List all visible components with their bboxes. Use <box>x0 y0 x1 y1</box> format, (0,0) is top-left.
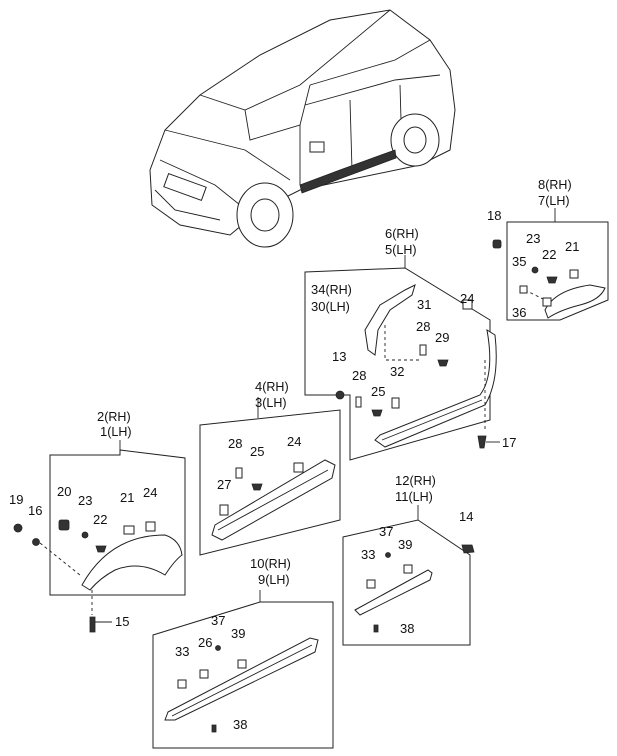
loose-fasteners <box>13 441 500 633</box>
part-label-25: 25 <box>371 384 386 399</box>
side-label: (LH) <box>265 573 290 587</box>
part-number: 2 <box>97 409 105 424</box>
part-label-26: 26 <box>198 635 213 650</box>
callout-1-lh: 1(LH) <box>100 425 132 439</box>
part-label-37: 37 <box>379 524 394 539</box>
callout-10-rh: 10(RH) <box>250 557 291 571</box>
part-label-28: 28 <box>416 319 431 334</box>
part-number: 3 <box>255 395 263 410</box>
side-label: (RH) <box>325 283 352 297</box>
side-label: (RH) <box>392 227 419 241</box>
part-label-17: 17 <box>502 435 517 450</box>
callout-12-rh: 12(RH) <box>395 474 436 488</box>
part-label-16: 16 <box>28 503 43 518</box>
side-label: (LH) <box>262 396 287 410</box>
side-label: (LH) <box>107 425 132 439</box>
callout-6-rh: 6(RH) <box>385 227 419 241</box>
callout-34-rh: 34(RH) <box>311 283 352 297</box>
callout-9-lh: 9(LH) <box>258 573 290 587</box>
part-label-28: 28 <box>228 436 243 451</box>
side-label: (LH) <box>545 194 570 208</box>
part-number: 34 <box>311 282 326 297</box>
part-number: 6 <box>385 226 393 241</box>
callout-8-rh: 8(RH) <box>538 178 572 192</box>
part-number: 1 <box>100 424 108 439</box>
side-label: (RH) <box>104 410 131 424</box>
part-label-20: 20 <box>57 484 72 499</box>
vehicle-illustration <box>149 9 456 248</box>
side-label: (RH) <box>409 474 436 488</box>
part-number: 8 <box>538 177 546 192</box>
part-label-35: 35 <box>512 254 527 269</box>
part-label-22: 22 <box>93 512 108 527</box>
part-label-21: 21 <box>565 239 580 254</box>
part-number: 10 <box>250 556 265 571</box>
part-label-38: 38 <box>400 621 415 636</box>
part-label-39: 39 <box>231 626 246 641</box>
part-label-24: 24 <box>460 291 475 306</box>
part-number: 7 <box>538 193 546 208</box>
part-label-23: 23 <box>526 231 541 246</box>
part-label-38: 38 <box>233 717 248 732</box>
part-label-25: 25 <box>250 444 265 459</box>
part-label-13: 13 <box>332 349 347 364</box>
callout-4-rh: 4(RH) <box>255 380 289 394</box>
part-label-33: 33 <box>361 547 376 562</box>
part-label-15: 15 <box>115 614 130 629</box>
part-number: 11 <box>395 489 409 504</box>
part-label-33: 33 <box>175 644 190 659</box>
part-label-37: 37 <box>211 613 226 628</box>
part-label-22: 22 <box>542 247 557 262</box>
callout-11-lh: 11(LH) <box>395 490 433 504</box>
part-label-21: 21 <box>120 490 135 505</box>
side-label: (RH) <box>264 557 291 571</box>
part-label-28: 28 <box>352 368 367 383</box>
part-label-39: 39 <box>398 537 413 552</box>
part-label-14: 14 <box>459 509 474 524</box>
callout-2-rh: 2(RH) <box>97 410 131 424</box>
side-label: (RH) <box>262 380 289 394</box>
panel-front-door-molding <box>199 397 341 556</box>
part-number: 5 <box>385 242 393 257</box>
part-label-19: 19 <box>9 492 24 507</box>
panel-fender-rear <box>492 208 609 321</box>
part-label-31: 31 <box>417 297 432 312</box>
side-label: (RH) <box>545 178 572 192</box>
panel-side-sill <box>152 590 334 749</box>
part-number: 30 <box>311 299 326 314</box>
part-label-23: 23 <box>78 493 93 508</box>
panel-rear-sill <box>342 505 475 646</box>
callout-5-lh: 5(LH) <box>385 243 417 257</box>
part-label-18: 18 <box>487 208 502 223</box>
part-number: 9 <box>258 572 266 587</box>
callout-3-lh: 3(LH) <box>255 396 287 410</box>
side-label: (LH) <box>408 490 433 504</box>
part-label-24: 24 <box>143 485 158 500</box>
part-label-29: 29 <box>435 330 450 345</box>
part-label-24: 24 <box>287 434 302 449</box>
side-label: (LH) <box>325 300 350 314</box>
part-number: 12 <box>395 473 410 488</box>
panel-fender-front <box>39 440 186 615</box>
panel-rear-door-molding <box>304 255 497 461</box>
callout-7-lh: 7(LH) <box>538 194 570 208</box>
part-number: 4 <box>255 379 263 394</box>
callout-30-lh: 30(LH) <box>311 300 350 314</box>
side-label: (LH) <box>392 243 417 257</box>
part-label-32: 32 <box>390 364 405 379</box>
part-label-36: 36 <box>512 305 527 320</box>
mirror <box>309 141 325 153</box>
part-label-27: 27 <box>217 477 232 492</box>
